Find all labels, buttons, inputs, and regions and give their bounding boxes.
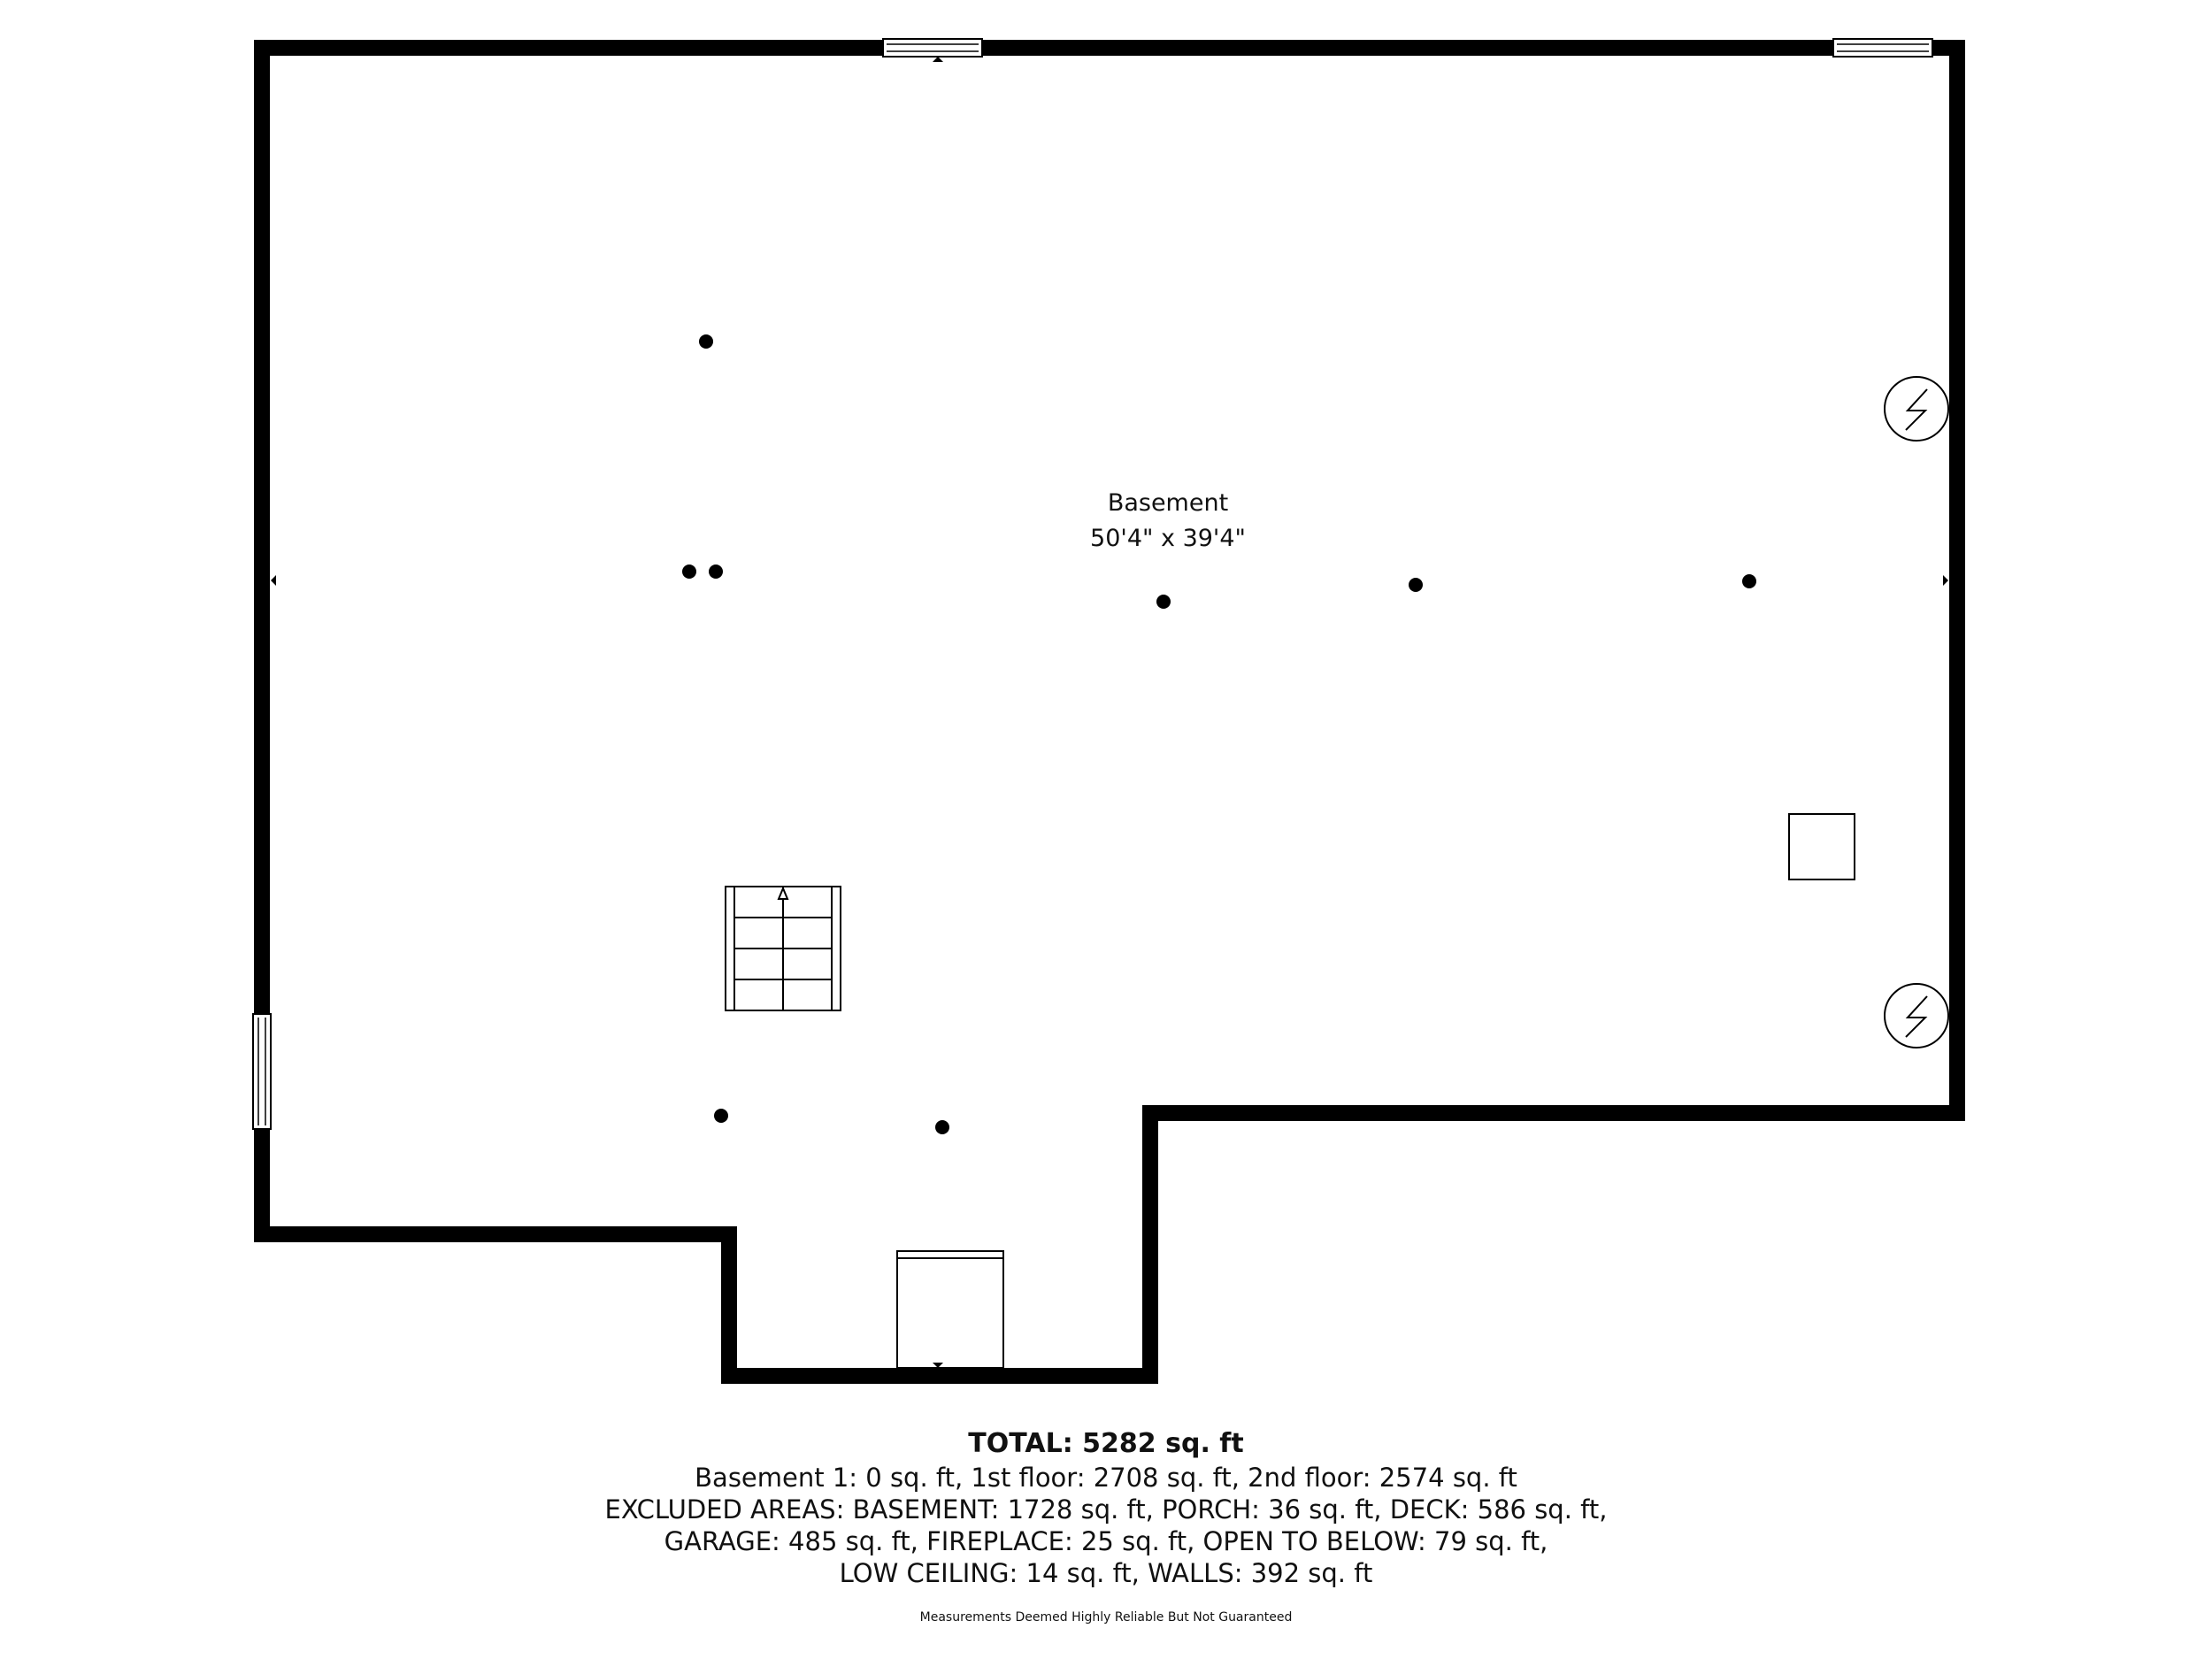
column-post-icon [1742, 574, 1756, 588]
door-icon [896, 1250, 1004, 1369]
floor-area-breakdown: Basement 1: 0 sq. ft, 1st floor: 2708 sq… [695, 1463, 1517, 1493]
disclaimer: Measurements Deemed Highly Reliable But … [919, 1610, 1293, 1624]
excluded-areas-line: LOW CEILING: 14 sq. ft, WALLS: 392 sq. f… [839, 1558, 1373, 1588]
electrical-panel-icon [1884, 376, 1949, 442]
stairs-icon [725, 886, 841, 1011]
excluded-areas-line: EXCLUDED AREAS: BASEMENT: 1728 sq. ft, P… [604, 1494, 1608, 1525]
column-post-icon [935, 1120, 949, 1134]
window-icon [252, 1013, 272, 1130]
column-post-icon [699, 334, 713, 349]
column-post-icon [682, 565, 696, 579]
utility-box-icon [1788, 813, 1855, 880]
column-post-icon [709, 565, 723, 579]
electrical-panel-icon [1884, 983, 1949, 1048]
exterior-wall [254, 40, 1965, 1384]
window-icon [1832, 38, 1933, 58]
column-post-icon [1156, 595, 1171, 609]
excluded-areas-line: GARAGE: 485 sq. ft, FIREPLACE: 25 sq. ft… [664, 1526, 1548, 1556]
wall-marker-icon [271, 575, 276, 586]
total-area: TOTAL: 5282 sq. ft [968, 1428, 1244, 1459]
room-dimensions: 50'4" x 39'4" [1090, 525, 1246, 552]
floor-plan [252, 38, 1965, 1384]
column-post-icon [714, 1109, 728, 1123]
column-post-icon [1409, 578, 1423, 592]
room-name: Basement [1107, 489, 1229, 517]
wall-marker-icon [1943, 575, 1948, 586]
window-icon [882, 38, 983, 62]
